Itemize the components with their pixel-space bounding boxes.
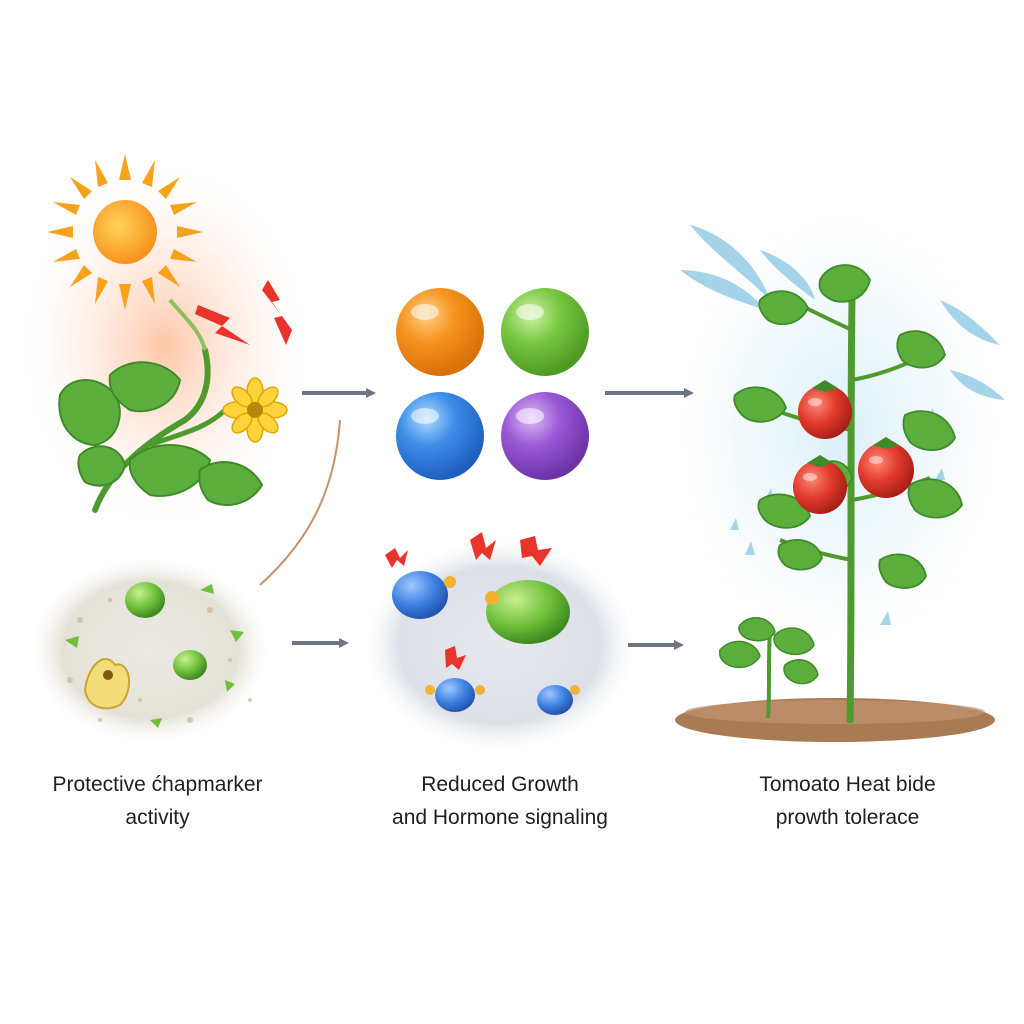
caption-right-line1: Tomoato Heat bide — [759, 773, 936, 796]
caption-middle-line2: and Hormone signaling — [392, 806, 608, 829]
lightning-icon — [195, 280, 292, 345]
tomato-plant-icon — [718, 264, 963, 724]
sun-icon — [47, 154, 203, 310]
orb-blue — [396, 392, 484, 480]
caption-protective-activity: Protective ćhapmarker activity — [20, 768, 295, 834]
curved-connector — [259, 419, 341, 586]
flow-arrows — [292, 388, 694, 650]
wilting-plant-icon — [58, 298, 288, 513]
protein-blob-icon — [392, 571, 573, 715]
heat-stress-panel — [15, 154, 315, 535]
stressed-protein-patch — [365, 532, 635, 750]
orb-purple — [501, 392, 589, 480]
orb-orange — [396, 288, 484, 376]
tomato-plant-panel — [665, 200, 1015, 742]
caption-heat-tolerance: Tomoato Heat bide prowth tolerace — [725, 768, 970, 834]
caption-right-line2: prowth tolerace — [775, 806, 920, 829]
tomato-icon — [793, 380, 914, 514]
wilted-flower-icon — [83, 658, 131, 710]
signaling-molecules — [396, 288, 589, 480]
caption-left-line2: activity — [125, 806, 190, 829]
orb-green — [501, 288, 589, 376]
damaged-protein-patch — [32, 558, 268, 742]
seedling-icon — [718, 617, 819, 719]
flower-icon — [222, 377, 288, 443]
caption-reduced-growth: Reduced Growth and Hormone signaling — [360, 768, 640, 834]
lightning-icon — [385, 532, 552, 670]
caption-middle-line1: Reduced Growth — [421, 773, 579, 796]
caption-left-line1: Protective ćhapmarker — [52, 773, 263, 796]
